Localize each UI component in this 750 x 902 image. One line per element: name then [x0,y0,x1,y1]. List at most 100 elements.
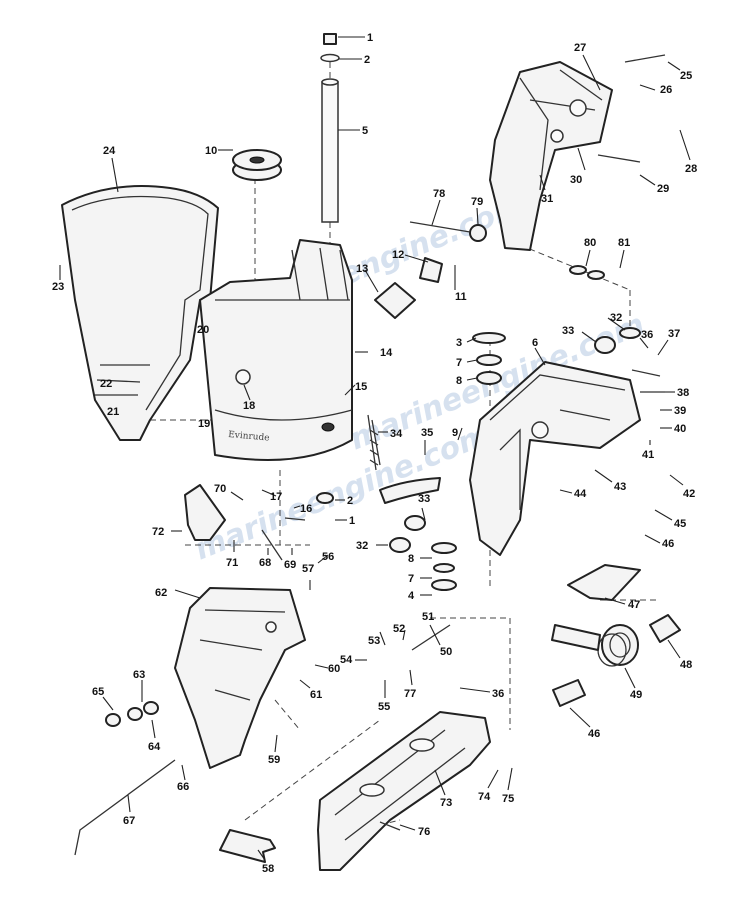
callout-70: 70 [214,483,226,495]
callout-53: 53 [368,635,380,647]
callout-1: 1 [367,32,373,44]
exhaust-housing: Evinrude [199,239,353,461]
callout-33: 33 [562,325,574,337]
callout-46: 46 [662,538,674,550]
callout-8: 8 [456,375,462,387]
callout-74: 74 [478,791,491,803]
callout-20: 20 [197,324,209,336]
callout-69: 69 [284,559,296,571]
callout-36b: 36 [492,688,504,700]
callout-40: 40 [674,423,686,435]
callout-30: 30 [570,174,582,186]
callout-45: 45 [674,518,686,530]
callout-12: 12 [392,249,404,261]
callout-67: 67 [123,815,135,827]
callout-19: 19 [198,418,210,430]
callout-35: 35 [421,427,433,439]
callout-31: 31 [541,193,553,205]
callout-51: 51 [422,611,434,623]
callout-14: 14 [380,347,393,359]
stern-bracket-left [174,587,306,769]
lever [567,564,641,601]
callout-72: 72 [152,526,164,538]
callout-9: 9 [452,427,458,439]
callout-24: 24 [103,145,116,157]
steering-shaft [320,33,340,223]
callout-59: 59 [268,754,280,766]
callout-17: 17 [270,491,282,503]
plate [374,257,443,319]
callout-21: 21 [107,406,119,418]
callout-56: 56 [322,551,334,563]
callout-11: 11 [455,291,467,303]
callout-52: 52 [393,623,405,635]
callout-62: 62 [155,587,167,599]
callout-66: 66 [177,781,189,793]
tension-spring [367,414,381,471]
callout-54: 54 [340,654,353,666]
callout-81: 81 [618,237,630,249]
callout-44: 44 [574,488,587,500]
clamp [379,477,441,504]
callout-43: 43 [614,481,626,493]
callout-42: 42 [683,488,695,500]
callout-77: 77 [404,688,416,700]
callout-2b: 2 [347,495,353,507]
callout-71: 71 [226,557,238,569]
callout-38: 38 [677,387,689,399]
housing-logo: Evinrude [228,430,270,444]
callout-15: 15 [355,381,367,393]
callout-78: 78 [433,188,445,200]
callout-7: 7 [456,357,462,369]
callout-49: 49 [630,689,642,701]
callout-68: 68 [259,557,271,569]
callout-32b: 32 [356,540,368,552]
leader-lines [59,36,691,861]
callout-16: 16 [300,503,312,515]
grommet [232,149,282,181]
callout-28: 28 [685,163,697,175]
callout-8b: 8 [408,553,414,565]
roller [552,679,586,707]
callout-7b: 7 [408,573,414,585]
callout-37: 37 [668,328,680,340]
callout-13: 13 [356,263,368,275]
stern-bracket-right [317,711,491,871]
callout-34: 34 [390,428,403,440]
callout-76: 76 [418,826,430,838]
callout-32: 32 [610,312,622,324]
callout-4: 4 [408,590,415,602]
stern-bracket [469,361,641,556]
callout-73: 73 [440,797,452,809]
callout-18: 18 [243,400,255,412]
callout-26: 26 [660,84,672,96]
callout-36: 36 [641,329,653,341]
callout-41: 41 [642,449,654,461]
swivel-bracket-upper [489,61,613,251]
callout-33b: 33 [418,493,430,505]
callout-64: 64 [148,741,161,753]
callout-63: 63 [133,669,145,681]
callout-47: 47 [628,599,640,611]
washers [105,224,641,727]
callout-50: 50 [440,646,452,658]
callout-48: 48 [680,659,692,671]
callout-80: 80 [584,237,596,249]
exhaust-cover [61,185,219,441]
callout-57: 57 [302,563,314,575]
callout-22: 22 [100,378,112,390]
callout-75: 75 [502,793,514,805]
callout-61: 61 [310,689,322,701]
tilt-spring [551,614,681,667]
callout-27: 27 [574,42,586,54]
callout-1b: 1 [349,515,355,527]
callout-5: 5 [362,125,368,137]
callout-3: 3 [456,337,462,349]
callout-60: 60 [328,663,340,675]
callout-10: 10 [205,145,217,157]
callout-46b: 46 [588,728,600,740]
callout-labels: 1 2 5 10 24 23 20 22 21 19 18 15 14 13 1… [52,32,697,875]
callout-65: 65 [92,686,104,698]
spring-clip [184,484,226,541]
